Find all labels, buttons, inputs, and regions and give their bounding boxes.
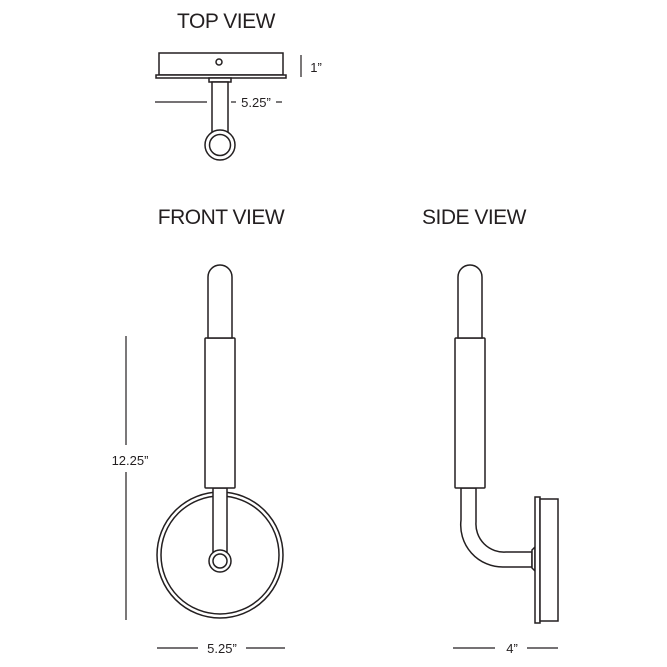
- side-depth-label: 4”: [506, 641, 518, 656]
- top-view-title: TOP VIEW: [177, 10, 276, 33]
- backplate-side: [539, 498, 559, 622]
- mount-boss: [208, 549, 232, 573]
- mount-hole: [215, 58, 223, 66]
- bulb-capsule: [207, 264, 233, 339]
- front-height-label: 12.25”: [112, 453, 149, 468]
- top-width-label: 5.25”: [241, 95, 271, 110]
- shade-inner: [208, 133, 232, 157]
- bulb-capsule: [457, 264, 483, 339]
- arm-stem: [212, 487, 228, 553]
- top-depth-label: 1”: [310, 60, 322, 75]
- front-view-title: FRONT VIEW: [158, 206, 285, 229]
- side-view: SIDE VIEW 4”: [422, 206, 559, 656]
- arm-stem: [211, 81, 229, 133]
- body-tube: [204, 337, 236, 489]
- top-view: TOP VIEW 5.25” 1”: [155, 10, 322, 161]
- elbow-arm: [459, 487, 533, 568]
- body-tube: [454, 337, 486, 489]
- mount-boss-inner: [212, 553, 228, 569]
- front-view: FRONT VIEW 12.25” 5.25”: [112, 206, 286, 656]
- front-width-label: 5.25”: [207, 641, 237, 656]
- side-view-title: SIDE VIEW: [422, 206, 527, 229]
